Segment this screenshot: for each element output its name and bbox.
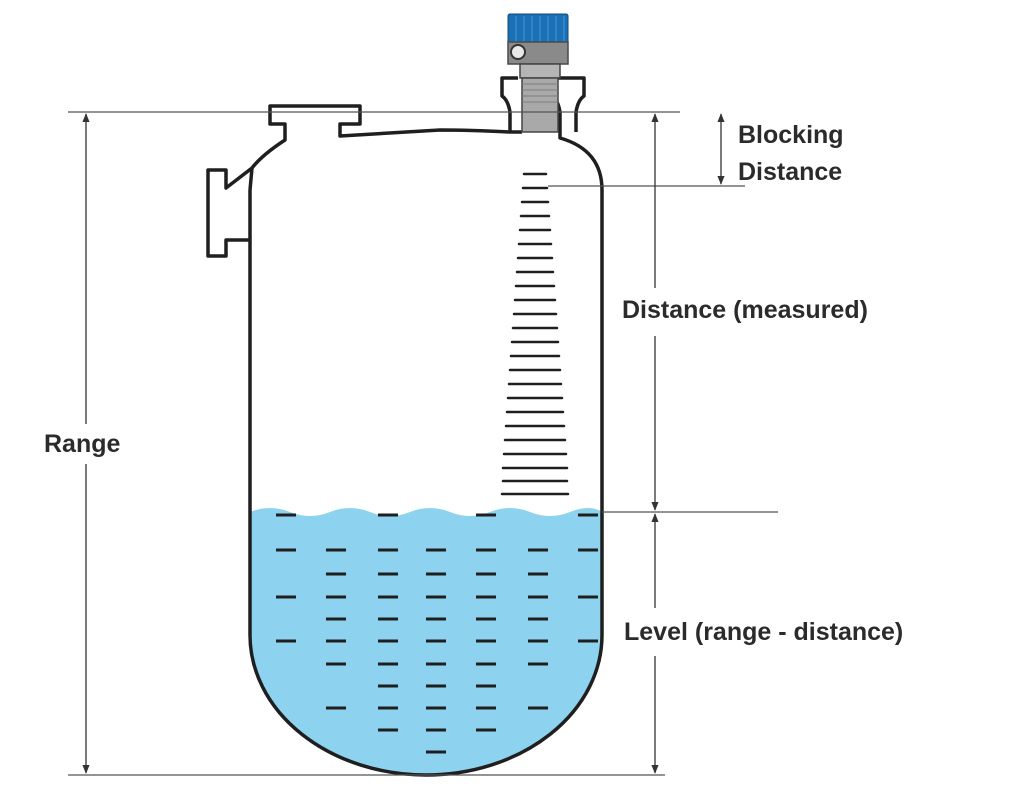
level-label-bg <box>612 608 974 656</box>
distance-label: Distance (measured) <box>622 296 868 324</box>
liquid-dashes <box>276 513 598 754</box>
side-flange <box>206 166 254 258</box>
ultrasonic-sensor-icon <box>507 13 569 133</box>
ultrasonic-wave-icon <box>500 172 570 496</box>
sensor-gland <box>510 44 526 60</box>
tank-top-shell <box>250 104 522 170</box>
range-label-bg <box>40 424 144 464</box>
reference-lines <box>68 111 778 776</box>
sensor-stem <box>521 77 559 133</box>
distance-label-bg <box>610 288 930 336</box>
sensor-nozzle-left <box>500 76 518 132</box>
blocking-label-line1: Blocking <box>738 121 844 149</box>
blocking-label-line2: Distance <box>738 158 842 186</box>
level-label: Level (range - distance) <box>624 618 903 646</box>
range-label: Range <box>44 430 121 458</box>
